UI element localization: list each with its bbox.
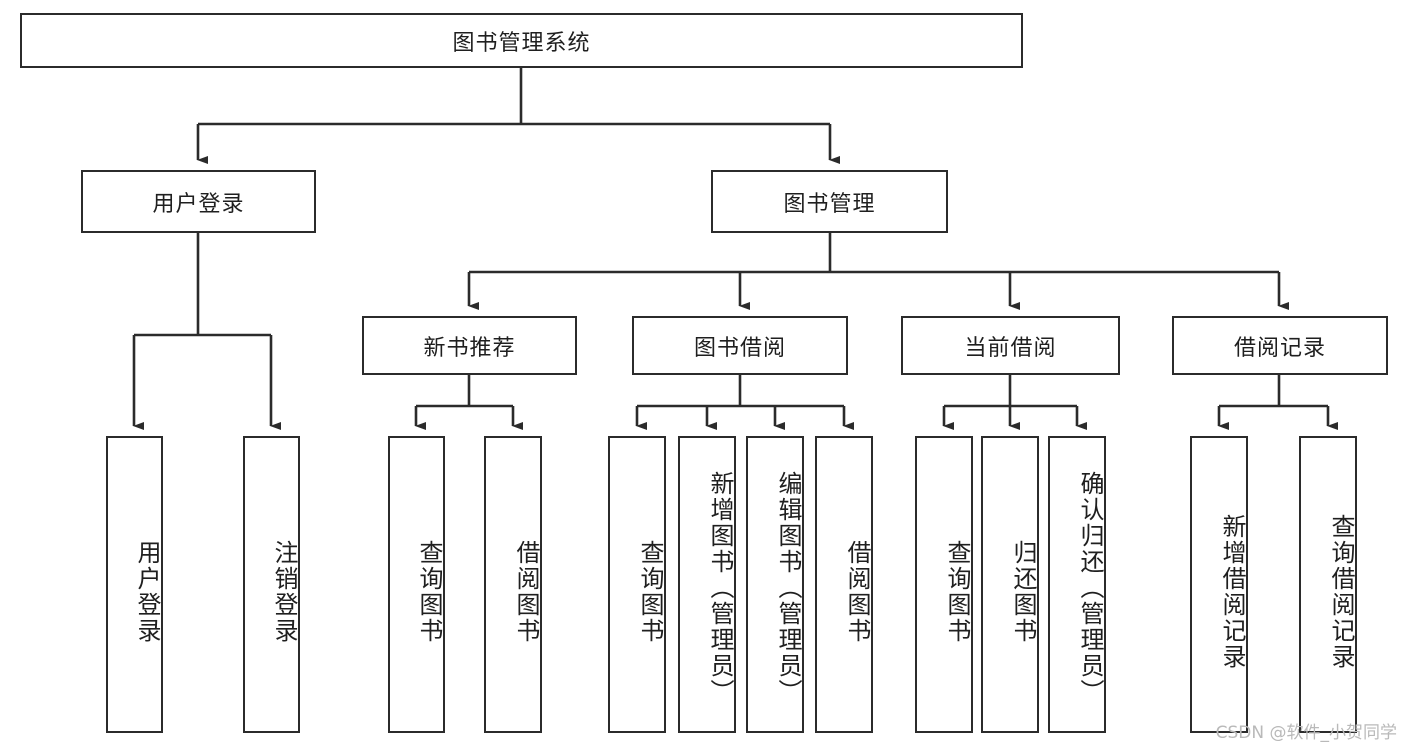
node-borrow-record[interactable]: 借阅记录: [1172, 316, 1388, 375]
node-book-management[interactable]: 图书管理: [711, 170, 948, 233]
leaf-current-confirm-return-admin[interactable]: 确认归还（管理员）: [1048, 436, 1106, 733]
node-user-login[interactable]: 用户登录: [81, 170, 316, 233]
node-root-system[interactable]: 图书管理系统: [20, 13, 1023, 68]
node-current-borrow[interactable]: 当前借阅: [901, 316, 1120, 375]
leaf-current-query-book[interactable]: 查询图书: [915, 436, 973, 733]
leaf-recommend-query-book[interactable]: 查询图书: [388, 436, 445, 733]
leaf-user-login-logout[interactable]: 注销登录: [243, 436, 300, 733]
node-book-borrow[interactable]: 图书借阅: [632, 316, 848, 375]
leaf-user-login-login[interactable]: 用户登录: [106, 436, 163, 733]
leaf-recommend-borrow-book[interactable]: 借阅图书: [484, 436, 542, 733]
leaf-borrow-borrow-book[interactable]: 借阅图书: [815, 436, 873, 733]
leaf-borrow-query-book[interactable]: 查询图书: [608, 436, 666, 733]
leaf-borrow-add-book-admin[interactable]: 新增图书（管理员）: [678, 436, 736, 733]
leaf-record-query-record[interactable]: 查询借阅记录: [1299, 436, 1357, 733]
leaf-borrow-edit-book-admin[interactable]: 编辑图书（管理员）: [746, 436, 804, 733]
node-new-book-recommend[interactable]: 新书推荐: [362, 316, 577, 375]
leaf-current-return-book[interactable]: 归还图书: [981, 436, 1039, 733]
leaf-record-add-record[interactable]: 新增借阅记录: [1190, 436, 1248, 733]
